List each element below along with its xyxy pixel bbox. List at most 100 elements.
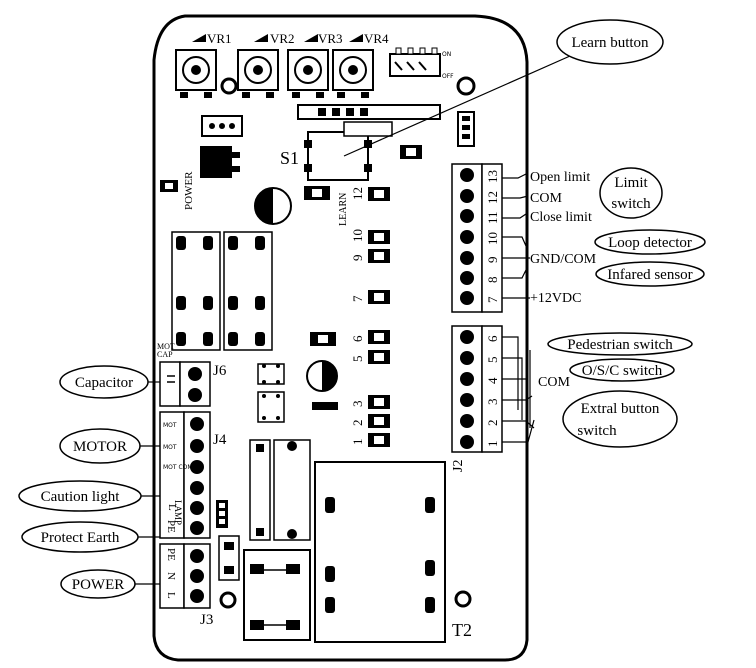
callout-power-text: POWER (72, 577, 125, 593)
mounting-hole-t2 (454, 590, 472, 608)
callout-capacitor: Capacitor (59, 365, 160, 399)
jumper-label-9: 9 (350, 255, 365, 262)
jumper-label-10: 10 (350, 229, 365, 242)
com-label-bottom: COM (538, 375, 570, 390)
callout-caution-text: Caution light (41, 489, 121, 505)
jumper-label-12: 12 (350, 187, 365, 200)
jumper-label-1: 1 (350, 439, 365, 446)
jumper-column (368, 187, 390, 447)
chip-ic2 (257, 363, 285, 385)
jumper-label-3: 3 (350, 401, 365, 408)
j4-label: J4 (213, 432, 227, 448)
fuse-f3 (312, 402, 338, 410)
j4-pin-mot1: MOT (163, 422, 177, 429)
pin-4: 4 (485, 377, 500, 384)
callout-capacitor-text: Capacitor (75, 375, 133, 391)
callout-pedestrian-text: Pedestrian switch (567, 337, 673, 353)
terminal-j4 (159, 411, 211, 539)
callout-motor-text: MOTOR (73, 439, 127, 455)
learn-button-s1[interactable] (304, 121, 393, 181)
terminal-j3 (159, 543, 211, 609)
j3-label: J3 (200, 612, 213, 628)
pin-12: 12 (485, 191, 500, 204)
j2-label: J2 (451, 460, 466, 472)
pin-10: 10 (485, 232, 500, 245)
vr3-label: VR3 (318, 31, 343, 46)
callout-loop-detector-text: Loop detector (608, 235, 692, 251)
pin-3: 3 (485, 399, 500, 406)
callout-pedestrian-switch: Pedestrian switch (547, 332, 693, 356)
pot-vr3[interactable] (287, 34, 329, 98)
relay-rl2 (171, 231, 221, 351)
capacitor-c20 (306, 360, 338, 392)
sw-connector (201, 115, 243, 137)
main-relay (314, 461, 446, 643)
callout-extral-text-2: switch (577, 423, 617, 439)
pin-11: 11 (485, 211, 500, 224)
pot-vr1[interactable] (175, 34, 217, 98)
callout-learn-button-text: Learn button (571, 35, 649, 51)
board-outline (152, 14, 529, 662)
jumper-label-7: 7 (350, 295, 365, 302)
second-relay (243, 549, 311, 641)
mounting-hole-top-right (456, 76, 476, 96)
transformer-t1 (273, 439, 311, 541)
relay-rl1 (223, 231, 273, 351)
voltage-regulator (200, 146, 240, 178)
pin-7: 7 (485, 296, 500, 303)
chip-ic1 (257, 391, 285, 423)
callout-motor: MOTOR (59, 428, 160, 464)
motcap-label-2: CAP (157, 350, 173, 359)
pin-9: 9 (485, 257, 500, 264)
terminal-j6 (159, 361, 211, 407)
vr1-label: VR1 (207, 31, 232, 46)
on-label: ON (442, 51, 451, 58)
pin-6: 6 (485, 335, 500, 342)
callout-extral-button: Extral button switch (562, 390, 678, 448)
triac-q1 (216, 500, 228, 528)
power-led-label: POWER (183, 171, 195, 210)
capacitor-c10 (249, 439, 271, 541)
pot-vr2[interactable] (237, 34, 279, 98)
capacitor-c22 (254, 187, 292, 225)
callout-infrared-sensor: Infared sensor (595, 261, 705, 287)
header-strip (297, 104, 441, 120)
callout-learn-button: Learn button (343, 19, 664, 157)
callout-loop-detector: Loop detector (594, 229, 706, 255)
top-terminal-wires (502, 173, 530, 299)
j3-pin-l: L (165, 592, 177, 599)
j3-pin-n: N (165, 572, 177, 580)
callout-protect-earth: Protect Earth (21, 521, 160, 553)
callout-limit-switch: Limit switch (599, 167, 663, 219)
pin-2: 2 (485, 420, 500, 427)
j4-pin-mot2: MOT (163, 444, 177, 451)
callout-osc-switch: O/S/C switch (569, 358, 675, 382)
j6-label: J6 (213, 363, 227, 379)
pin-1: 1 (485, 441, 500, 448)
v12-label: +12VDC (530, 291, 581, 306)
s1-label: S1 (280, 148, 299, 168)
jumper-label-5: 5 (350, 356, 365, 363)
callout-protect-earth-text: Protect Earth (41, 530, 120, 546)
terminal-j2 (451, 325, 503, 453)
callout-power: POWER (60, 569, 160, 599)
hall-jumper (400, 145, 422, 159)
bottom-terminal-wires (502, 336, 535, 443)
varistor (218, 535, 240, 581)
power-led (160, 180, 178, 192)
off-label: OFF (442, 73, 454, 80)
j3-pin-pe: PE (165, 548, 177, 561)
dip-switch[interactable] (389, 47, 441, 77)
callout-caution-light: Caution light (18, 480, 160, 512)
terminal-top-right (451, 163, 503, 313)
open-limit-label: Open limit (530, 170, 590, 185)
j4-pin-motcom: MOT COM (163, 464, 193, 471)
close-limit-label: Close limit (530, 210, 592, 225)
callout-limit-text-2: switch (611, 196, 651, 212)
mounting-hole-bottom-left (219, 591, 237, 609)
motcap-label-1: MOT (157, 342, 175, 351)
mounting-hole-top (220, 77, 238, 95)
pot-vr4[interactable] (332, 34, 374, 98)
vr4-label: VR4 (364, 31, 389, 46)
